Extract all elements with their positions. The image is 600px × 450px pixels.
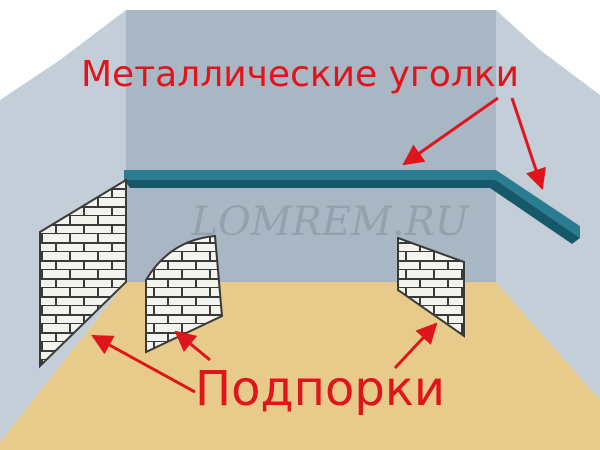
brick-support-right [397,236,465,338]
metal-angle-right-lip [490,180,580,244]
label-metal-angles: Металлические уголки [81,54,519,95]
back-wall [126,10,496,282]
brick-support-left [39,178,127,369]
watermark: LOMREM.RU [190,199,469,245]
arrow-to-support-centre [174,330,211,362]
metal-angle-back [124,170,496,180]
label-supports: Подпорки [195,361,445,417]
arrow-to-support-left [91,334,196,394]
arrow-to-angle-right [510,97,546,190]
brick-support-centre [145,234,224,354]
arrow-to-angle-back [402,96,499,166]
metal-angle-right [496,170,580,238]
metal-angle-back-lip [124,180,496,188]
arrow-to-support-right [393,322,438,370]
